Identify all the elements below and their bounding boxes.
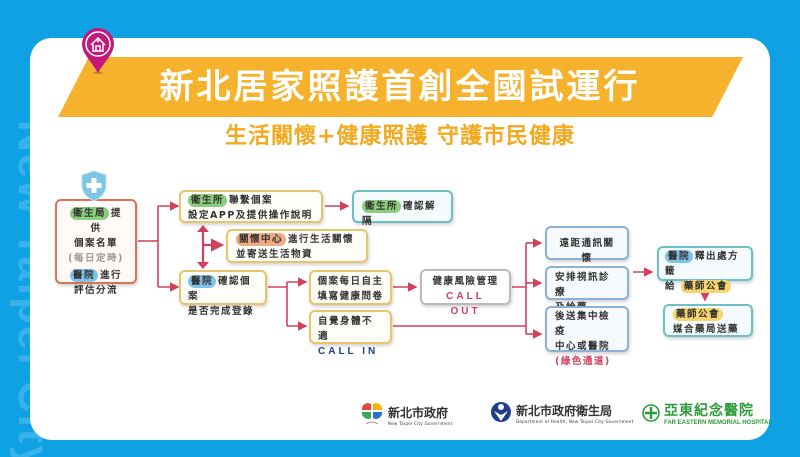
tag-pharmacist-assoc: 藥師公會: [673, 308, 724, 321]
start-box-health-bureau: 衛生局提供 個案名單 (每日定時) 醫院進行 評估分流: [55, 199, 137, 296]
care-center-box: 關懷中心進行生活關懷 並寄送生活物資: [226, 229, 368, 263]
tag-pharmacist-assoc: 藥師公會: [680, 280, 731, 293]
tag-health-station: 衛生所: [362, 200, 402, 213]
logo-health-dept: 新北市政府衛生局 Department of Health, New Taipe…: [490, 400, 633, 424]
watermark-text: New Taipei City: [9, 120, 58, 457]
risk-management-box: 健康風險管理 CALL OUT: [420, 269, 511, 317]
home-medical-pin-icon: [82, 28, 114, 74]
tag-care-center: 關懷中心: [236, 233, 287, 246]
logo-ntpc: 新北市政府 New Taipei City Government: [360, 400, 453, 428]
call-in-label: CALL IN: [318, 346, 379, 357]
title-banner: [58, 57, 743, 117]
far-eastern-logo-icon: [642, 404, 660, 422]
call-out-label: CALL OUT: [446, 291, 485, 317]
remote-care-box: 遠距通訊關懷: [545, 226, 629, 264]
logo-far-eastern: 亞東紀念醫院 FAR EASTERN MEMORIAL HOSPITAL: [642, 400, 772, 426]
call-in-box: 自覺身體不適 CALL IN: [309, 310, 392, 357]
page-subtitle: 生活關懷+健康照護 守護市民健康: [224, 124, 576, 149]
tag-hospital: 醫院: [69, 269, 98, 282]
prescription-box: 醫院釋出處方籤 給 藥師公會: [657, 246, 753, 293]
transfer-box: 後送集中檢疫 中心或醫院 (綠色通道): [545, 306, 629, 367]
tag-health-station: 衛生所: [188, 194, 228, 207]
video-consult-box: 安排視訊診療 及給藥: [545, 266, 629, 313]
daily-questionnaire-box: 個案每日自主 填寫健康問卷: [309, 270, 392, 305]
contact-box: 衛生所聯繫個案 設定APP及提供操作說明: [179, 190, 323, 223]
ntpc-logo-icon: [361, 403, 383, 425]
pharmacy-box: 藥師公會 媒合藥局送藥: [663, 304, 753, 337]
tag-health-bureau: 衛生局: [69, 207, 109, 220]
release-box: 衛生所確認解隔: [352, 190, 453, 227]
shield-cross-icon: [81, 170, 107, 202]
tag-hospital: 醫院: [665, 250, 694, 263]
health-dept-logo-icon: [491, 402, 511, 422]
hospital-confirm-box: 醫院確認個案 是否完成登錄: [179, 270, 267, 317]
page-title: 新北居家照護首創全國試運行: [159, 67, 641, 107]
tag-hospital: 醫院: [188, 275, 217, 288]
